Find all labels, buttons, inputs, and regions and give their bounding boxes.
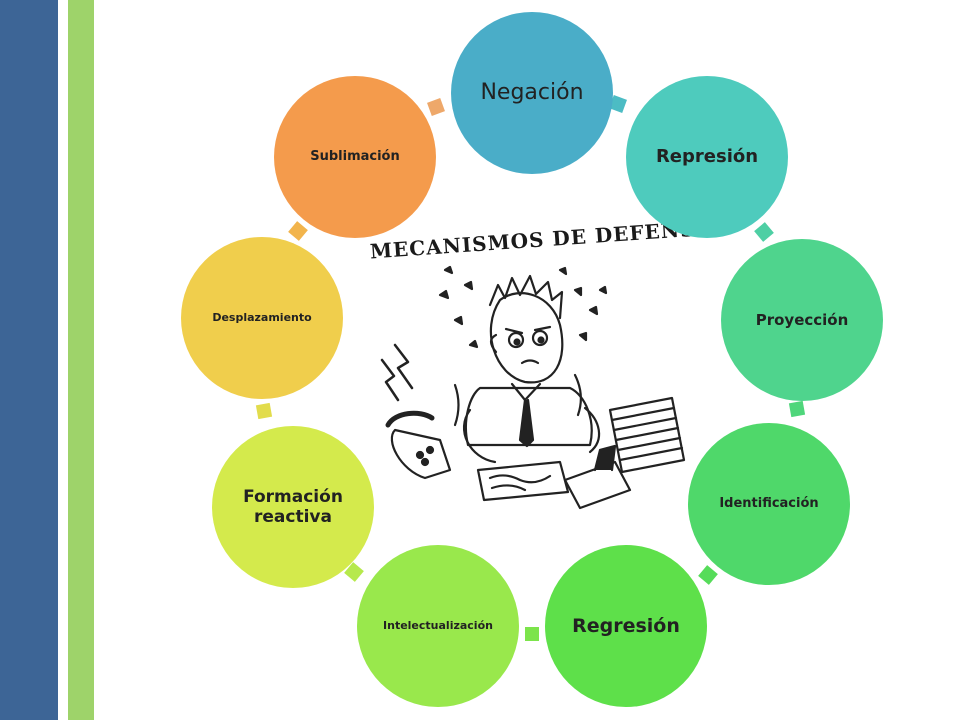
node-label: Desplazamiento bbox=[212, 311, 312, 325]
node-intelectualizacion: Intelectualización bbox=[357, 545, 519, 707]
node-label: Formación reactiva bbox=[243, 486, 343, 527]
node-label: Intelectualización bbox=[383, 619, 493, 633]
node-label: Regresión bbox=[572, 614, 680, 637]
left-blue-bar bbox=[0, 0, 58, 720]
node-label: Sublimación bbox=[310, 149, 400, 165]
node-formacion-reactiva: Formación reactiva bbox=[212, 426, 374, 588]
connector-2 bbox=[754, 222, 774, 242]
node-identificacion: Identificación bbox=[688, 423, 850, 585]
connector-9 bbox=[427, 98, 445, 116]
connector-7 bbox=[255, 402, 273, 420]
connectors bbox=[255, 95, 806, 641]
connector-8 bbox=[288, 221, 308, 241]
node-regresion: Regresión bbox=[545, 545, 707, 707]
node-desplazamiento: Desplazamiento bbox=[181, 237, 343, 399]
connector-5 bbox=[525, 627, 539, 641]
connector-3 bbox=[788, 400, 806, 418]
node-negacion: Negación bbox=[451, 12, 613, 174]
node-label: Negación bbox=[480, 79, 584, 105]
node-label: Represión bbox=[655, 146, 759, 168]
connector-6 bbox=[344, 562, 364, 582]
connector-4 bbox=[698, 565, 718, 585]
node-sublimacion: Sublimación bbox=[274, 76, 436, 238]
connector-1 bbox=[609, 95, 627, 113]
node-represion: Represión bbox=[626, 76, 788, 238]
left-green-bar bbox=[68, 0, 94, 720]
node-label: Identificación bbox=[719, 496, 819, 512]
stressed-worker-illustration bbox=[380, 265, 686, 510]
node-proyeccion: Proyección bbox=[721, 239, 883, 401]
node-label: Proyección bbox=[755, 311, 849, 329]
